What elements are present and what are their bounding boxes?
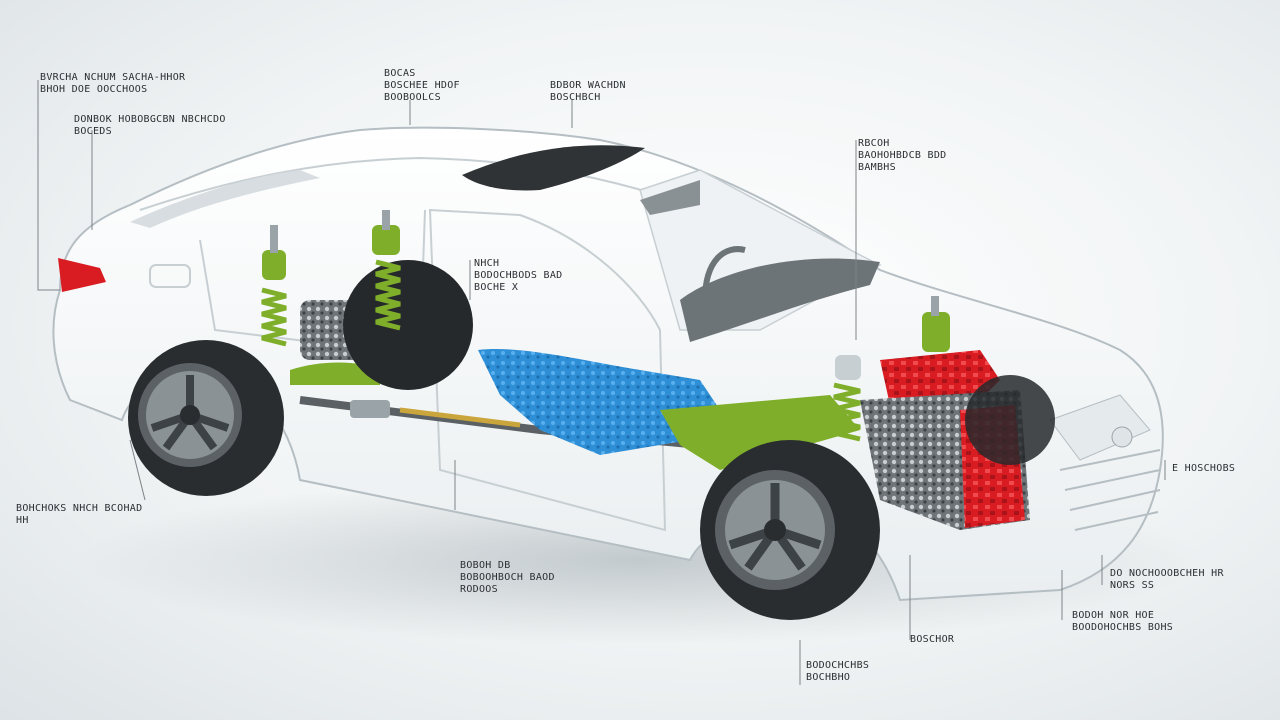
tail-light — [58, 258, 106, 292]
label-line: BOSCHBCH — [550, 92, 601, 103]
rear-wheel — [128, 340, 284, 496]
muffler — [350, 400, 390, 418]
door-handle — [149, 264, 191, 288]
label-bottom-center-3: BODOCHCHBS BOCHBHO — [806, 660, 869, 684]
label-line: BOSCHOR — [910, 634, 955, 645]
label-line: NHCH — [474, 258, 500, 269]
label-line: HH — [16, 515, 29, 526]
label-line: BDBOR WACHDN — [550, 80, 626, 91]
label-line: BOBOH DB — [460, 560, 511, 571]
label-line: E HOSCHOBS — [1172, 463, 1236, 474]
label-line: BVRCHA NCHUM SACHA-HHOR — [40, 72, 186, 83]
steering-wheel — [702, 246, 746, 301]
label-top-center-1: BOCAS BOSCHEE HDOF BOOBOOLCS — [384, 68, 460, 104]
label-line: RBCOH — [858, 138, 890, 149]
front-right-strut — [922, 296, 950, 352]
front-door-outline — [428, 208, 667, 532]
label-right-middle: E HOSCHOBS — [1172, 463, 1235, 475]
label-right-bottom-1: DO NOCHOOOBCHEH HR NORS SS — [1110, 568, 1224, 592]
label-line: BAMBHS — [858, 162, 896, 173]
callout-lines — [37, 80, 1166, 685]
label-top-left-2: DONBOK HOBOBGCBN NBCHCDO BOCEDS — [74, 114, 226, 138]
label-bottom-center-2: BOSCHOR — [910, 634, 954, 646]
front-grille — [1059, 449, 1161, 531]
label-line: BOCAS — [384, 68, 416, 79]
roof-line — [139, 156, 861, 261]
front-subframe — [660, 395, 860, 470]
sunroof — [462, 145, 645, 191]
label-bottom-center-1: BOBOH DB BOBOOHBOCH BAOD RODOOS — [460, 560, 555, 596]
label-line: NORS SS — [1110, 580, 1155, 591]
front-wheel — [700, 440, 880, 620]
label-top-left-1: BVRCHA NCHUM SACHA-HHOR BHOH DOE OOCCHOO… — [40, 72, 185, 96]
label-line: BOHCHOKS NHCH BCOHAD — [16, 503, 143, 514]
rear-window — [130, 170, 320, 228]
label-line: BOCEDS — [74, 126, 112, 137]
label-line: BOSCHEE HDOF — [384, 80, 460, 91]
transmission — [478, 349, 720, 455]
label-top-right: RBCOH BAOHOHBDCB BDD BAMBHS — [858, 138, 947, 174]
label-line: BODOCHCHBS — [806, 660, 870, 671]
label-top-center-2: BDBOR WACHDN BOSCHBCH — [550, 80, 626, 104]
label-line: BODOCHBODS BAD — [474, 270, 563, 281]
label-right-bottom-2: BODOH NOR HOE BOODOHOCHBS BOHS — [1072, 610, 1173, 634]
rear-axle-arm — [290, 362, 380, 385]
front-brake-disc — [965, 375, 1055, 465]
label-line: BODOH NOR HOE — [1072, 610, 1155, 621]
front-left-strut — [833, 355, 861, 442]
label-middle: NHCH BODOCHBODS BAD BOCHE X — [474, 258, 563, 294]
label-line: BOCHBHO — [806, 672, 851, 683]
label-line: DO NOCHOOOBCHEH HR — [1110, 568, 1224, 579]
rear-left-strut — [261, 225, 287, 347]
label-line: BOODOHOCHBS BOHS — [1072, 622, 1174, 633]
engine-intake — [880, 350, 1000, 405]
headlight — [1049, 394, 1151, 461]
label-line: BOCHE X — [474, 282, 519, 293]
label-line: BOOBOOLCS — [384, 92, 441, 103]
label-line: DONBOK HOBOBGCBN NBCHCDO — [74, 114, 226, 125]
brand-emblem — [1111, 426, 1133, 448]
drive-shaft — [399, 407, 521, 428]
label-line: BHOH DOE OOCCHOOS — [40, 84, 148, 95]
rear-brake-disc — [343, 260, 473, 390]
rear-right-strut — [372, 210, 401, 331]
dashboard — [680, 258, 880, 342]
rear-view-mirror — [640, 180, 700, 215]
label-left-middle: BOHCHOKS NHCH BCOHAD HH — [16, 503, 142, 527]
label-line: RODOOS — [460, 584, 498, 595]
label-line: BAOHOHBDCB BDD — [858, 150, 947, 161]
label-line: BOBOOHBOCH BAOD — [460, 572, 555, 583]
